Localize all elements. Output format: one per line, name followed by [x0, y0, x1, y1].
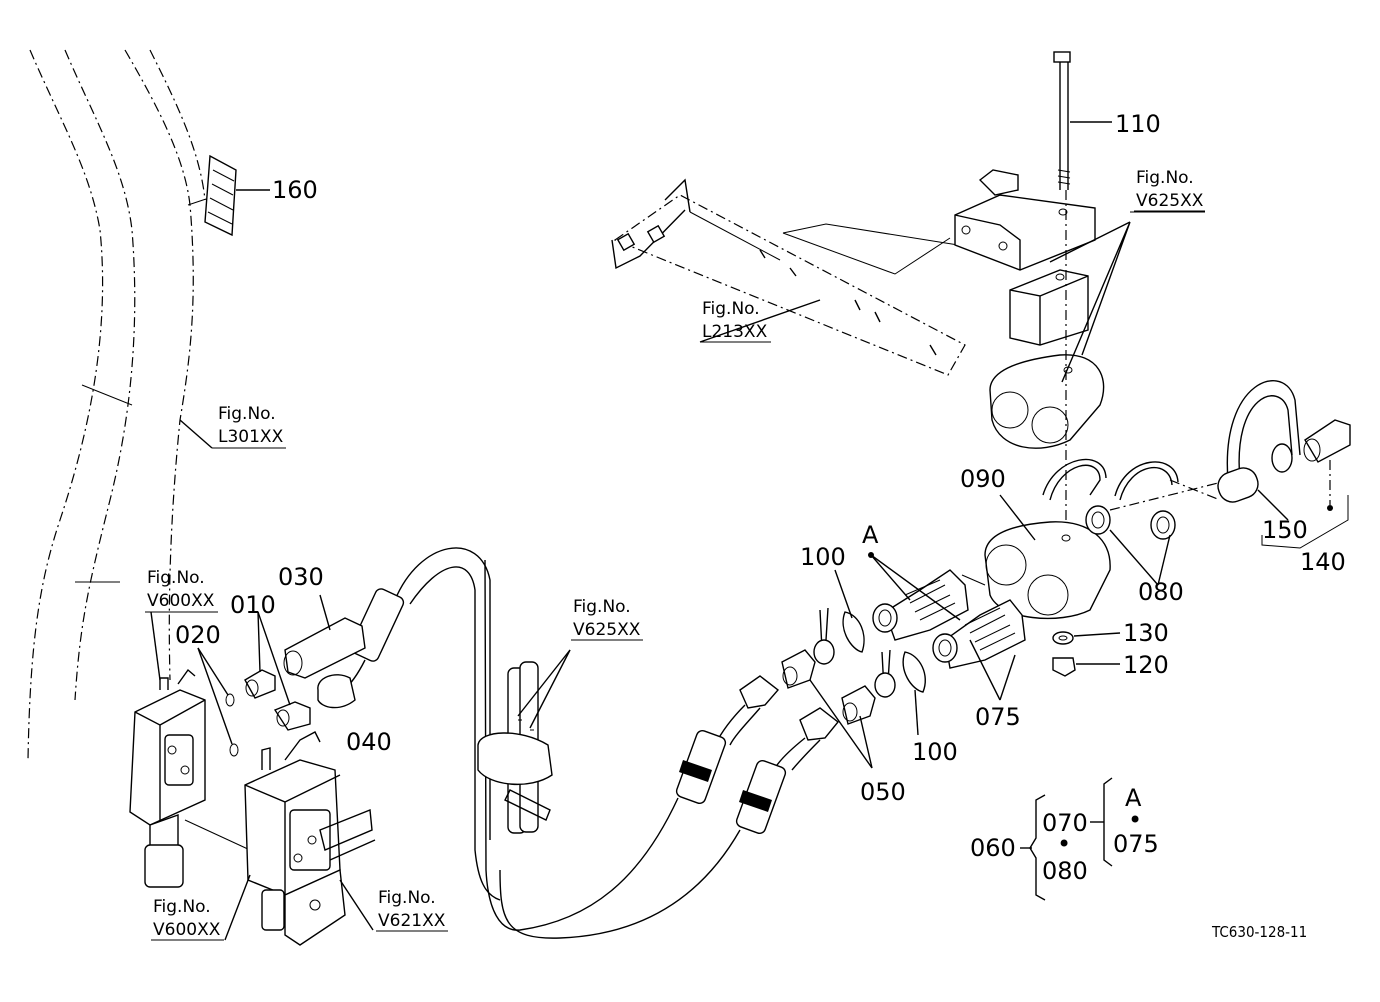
label-010: 010 [230, 591, 276, 619]
label-160: 160 [272, 176, 318, 204]
label-150: 150 [1262, 516, 1308, 544]
bolt-110 [1053, 51, 1112, 190]
dust-caps-080 [1042, 458, 1231, 586]
figref-v600-bottom: Fig.No. V600XX [153, 897, 221, 940]
svg-text:L301XX: L301XX [218, 427, 284, 447]
legend-080: 080 [1042, 857, 1088, 885]
svg-text:Fig.No.: Fig.No. [573, 597, 631, 617]
legend-brackets [1020, 777, 1113, 901]
frame-bracket [611, 178, 1003, 376]
svg-text:V600XX: V600XX [153, 920, 221, 940]
label-080: 080 [1138, 578, 1184, 606]
assembly-legend: 060 070 • 080 A • 075 [970, 784, 1159, 885]
svg-text:V625XX: V625XX [573, 620, 641, 640]
adapters-010 [244, 611, 311, 731]
clamp-v625-mid [477, 649, 571, 834]
drawing-code: TC630-128-11 [1211, 923, 1307, 941]
cab-frame-outline [27, 49, 207, 761]
svg-text:Fig.No.: Fig.No. [218, 404, 276, 424]
hose-lower-pair [484, 559, 839, 939]
snap-rings-100 [813, 569, 926, 736]
leader-lines [150, 299, 821, 941]
figref-v625-mid: Fig.No. V625XX [573, 597, 641, 640]
o-rings-020 [197, 647, 239, 757]
svg-text:V621XX: V621XX [378, 911, 446, 931]
control-valve-lower [244, 731, 376, 946]
figref-l301: Fig.No. L301XX [218, 404, 284, 447]
label-130: 130 [1123, 619, 1169, 647]
legend-060: 060 [970, 834, 1016, 862]
figref-underlines [145, 210, 1205, 941]
quick-coupler-075-lower [868, 552, 1026, 701]
label-110: 110 [1115, 110, 1161, 138]
figref-v625-top: Fig.No. V625XX [1136, 168, 1204, 211]
figref-l213: Fig.No. L213XX [702, 299, 768, 342]
label-point-a: A [862, 521, 879, 549]
label-100-upper: 100 [800, 543, 846, 571]
svg-text:V625XX: V625XX [1136, 191, 1204, 211]
svg-text:L213XX: L213XX [702, 322, 768, 342]
label-050: 050 [860, 778, 906, 806]
label-075: 075 [975, 703, 1021, 731]
nut-120 [1052, 657, 1120, 677]
svg-text:Fig.No.: Fig.No. [153, 897, 211, 917]
label-140: 140 [1300, 548, 1346, 576]
legend-075: 075 [1113, 830, 1159, 858]
svg-text:Fig.No.: Fig.No. [1136, 168, 1194, 188]
svg-text:V600XX: V600XX [147, 591, 215, 611]
control-valve-upper [129, 668, 251, 888]
quick-coupler-075-upper [872, 569, 986, 641]
label-030: 030 [278, 563, 324, 591]
svg-text:Fig.No.: Fig.No. [702, 299, 760, 319]
label-040: 040 [346, 728, 392, 756]
hose-loop [317, 547, 501, 901]
legend-070: 070 [1042, 809, 1088, 837]
svg-text:Fig.No.: Fig.No. [147, 568, 205, 588]
legend-dot-2: • [1128, 806, 1142, 834]
shackle-pin-150 [1217, 380, 1351, 549]
figref-v600-top: Fig.No. V600XX [147, 568, 215, 611]
washer-130 [1052, 631, 1121, 645]
label-020: 020 [175, 621, 221, 649]
label-120: 120 [1123, 651, 1169, 679]
svg-text:Fig.No.: Fig.No. [378, 888, 436, 908]
hose-clamp-bracket [954, 169, 1205, 540]
figref-v621: Fig.No. V621XX [378, 888, 446, 931]
label-100-lower: 100 [912, 738, 958, 766]
legend-dot-1: • [1057, 830, 1071, 858]
legend-a: A [1125, 784, 1142, 812]
adapter-030 [283, 594, 366, 679]
decal-160 [204, 154, 270, 237]
label-090: 090 [960, 465, 1006, 493]
adapters-050 [781, 649, 876, 769]
